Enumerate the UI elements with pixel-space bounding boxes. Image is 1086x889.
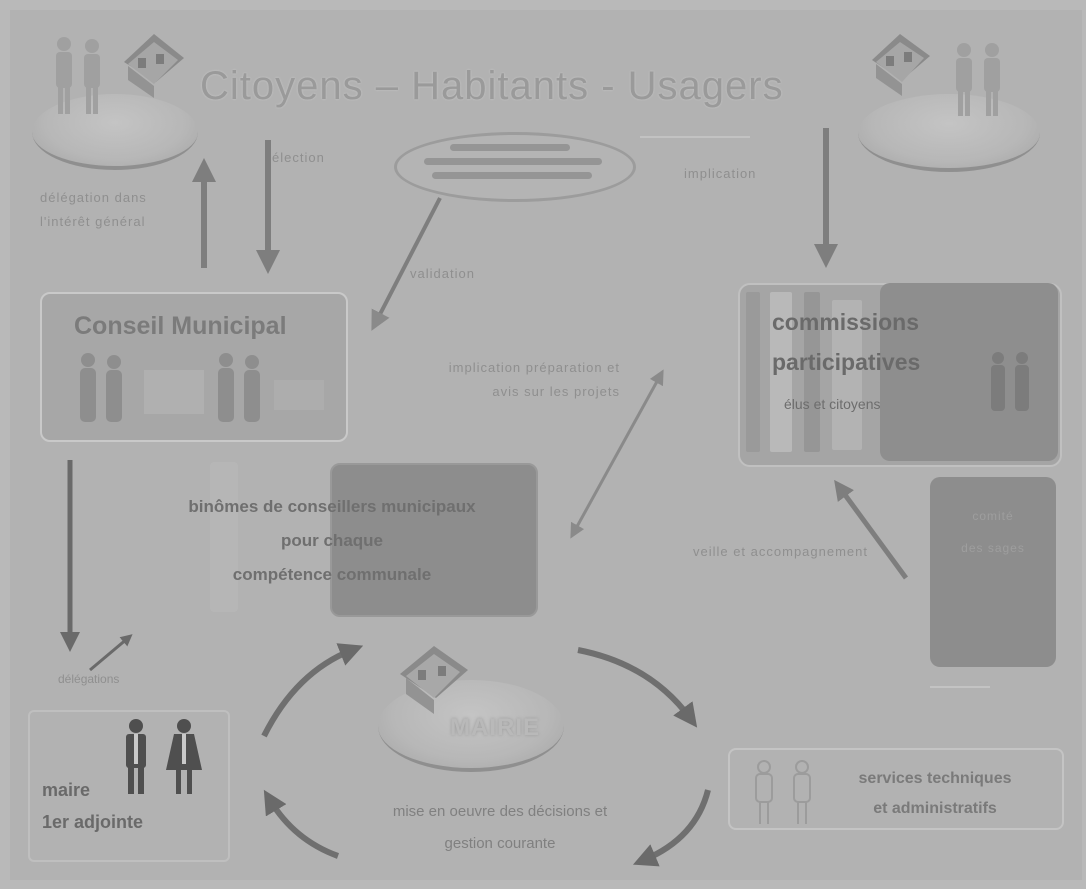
conseil-municipal-box bbox=[40, 292, 348, 442]
staff-icon bbox=[755, 760, 811, 824]
mise-line-2: gestion courante bbox=[444, 835, 556, 852]
bubble-text-line bbox=[424, 158, 602, 165]
comite-underline bbox=[930, 686, 990, 688]
comite-des-sages-text: comité des sages bbox=[936, 500, 1050, 564]
binomes-text: binômes de conseillers municipaux pour c… bbox=[132, 490, 532, 592]
services-line-1: services techniques bbox=[858, 770, 1012, 787]
binomes-line-3: compétence communale bbox=[232, 565, 432, 584]
label-validation: validation bbox=[410, 266, 475, 281]
bubble-text-line bbox=[432, 172, 592, 179]
commissions-decoration bbox=[832, 300, 862, 450]
arrow-icon bbox=[60, 128, 909, 867]
services-box bbox=[728, 748, 1064, 830]
diagram-title: Citoyens – Habitants - Usagers bbox=[200, 64, 784, 108]
comite-line-2: des sages bbox=[961, 541, 1025, 555]
house-icon bbox=[872, 34, 930, 96]
label-election: élection bbox=[272, 150, 325, 165]
town-hall-icon bbox=[400, 646, 468, 714]
maire-box bbox=[28, 710, 230, 862]
commissions-title: commissions participatives bbox=[772, 302, 920, 382]
commissions-decoration bbox=[770, 292, 792, 452]
mise-en-oeuvre-text: mise en oeuvre des décisions et gestion … bbox=[330, 796, 670, 860]
binomes-box bbox=[330, 463, 538, 617]
mise-line-1: mise en oeuvre des décisions et bbox=[392, 803, 608, 820]
mayor-icon bbox=[126, 719, 202, 794]
bubble-text-line bbox=[450, 144, 570, 151]
binomes-line-2: pour chaque bbox=[280, 531, 383, 550]
comite-line-1: comité bbox=[972, 509, 1014, 523]
label-delegations: délégations bbox=[58, 672, 120, 686]
house-icon bbox=[124, 34, 184, 98]
binomes-decoration bbox=[210, 462, 238, 612]
services-line-2: et administratifs bbox=[873, 800, 997, 817]
commissions-line-2: participatives bbox=[772, 349, 921, 375]
binomes-line-1: binômes de conseillers municipaux bbox=[188, 497, 476, 516]
maire-line-2: 1er adjointe bbox=[42, 812, 144, 832]
comite-des-sages-box bbox=[930, 477, 1056, 667]
maire-text: maire 1er adjointe bbox=[42, 774, 143, 838]
label-delegation: délégation dans l'intérêt général bbox=[40, 190, 147, 229]
commissions-decoration bbox=[746, 292, 760, 452]
commissions-subtitle: élus et citoyens bbox=[784, 396, 881, 412]
citizens-platform-right bbox=[858, 94, 1040, 172]
label-veille: veille et accompagnement bbox=[692, 544, 868, 559]
citizen-proposal-bubble bbox=[394, 132, 636, 202]
title-underline bbox=[640, 136, 750, 138]
people-icon bbox=[56, 37, 100, 114]
people-icon bbox=[991, 352, 1029, 411]
mairie-label: MAIRIE bbox=[450, 714, 540, 741]
label-implication: implication bbox=[684, 166, 757, 181]
services-text: services techniques et administratifs bbox=[830, 764, 1040, 824]
commissions-line-1: commissions bbox=[772, 309, 919, 335]
maire-line-1: maire bbox=[42, 780, 91, 800]
commissions-decoration bbox=[804, 292, 820, 452]
people-icon bbox=[956, 43, 1000, 116]
councillors-icon bbox=[80, 353, 324, 422]
conseil-municipal-title: Conseil Municipal bbox=[74, 312, 287, 340]
